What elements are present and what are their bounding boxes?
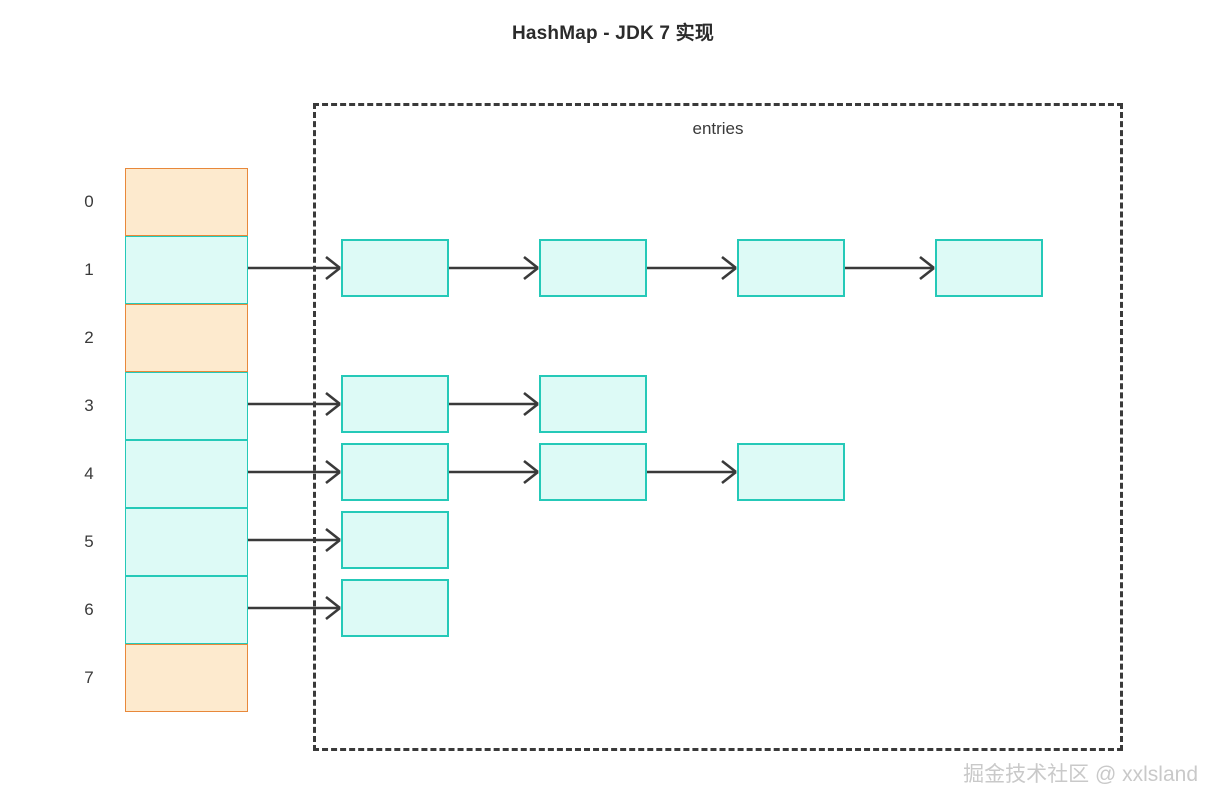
bucket-cell-7 (125, 644, 248, 712)
entry-node-b1-n2 (737, 239, 845, 297)
entry-node-b3-n0 (341, 375, 449, 433)
bucket-cell-2 (125, 304, 248, 372)
bucket-cell-5 (125, 508, 248, 576)
bucket-array (125, 168, 248, 712)
entry-node-b3-n1 (539, 375, 647, 433)
entry-node-b1-n0 (341, 239, 449, 297)
bucket-index-label-0: 0 (84, 192, 94, 211)
watermark: 掘金技术社区 @ xxlsland (963, 763, 1198, 786)
entries-label: entries (692, 119, 744, 138)
entry-node-b4-n0 (341, 443, 449, 501)
bucket-index-label-7: 7 (84, 668, 94, 687)
bucket-index-label-4: 4 (84, 464, 94, 483)
bucket-cell-0 (125, 168, 248, 236)
bucket-cell-4 (125, 440, 248, 508)
bucket-index-label-2: 2 (84, 328, 94, 347)
entry-node-b4-n1 (539, 443, 647, 501)
bucket-index-label-6: 6 (84, 600, 94, 619)
entries-region-box (313, 103, 1123, 751)
bucket-cell-1 (125, 236, 248, 304)
bucket-index-label-3: 3 (84, 396, 94, 415)
page-title: HashMap - JDK 7 实现 (511, 23, 715, 44)
bucket-cell-6 (125, 576, 248, 644)
bucket-index-label-5: 5 (84, 532, 94, 551)
entry-node-b6-n0 (341, 579, 449, 637)
entry-node-b1-n3 (935, 239, 1043, 297)
entry-node-b5-n0 (341, 511, 449, 569)
bucket-cell-3 (125, 372, 248, 440)
bucket-index-label-1: 1 (84, 260, 94, 279)
entry-node-b1-n1 (539, 239, 647, 297)
entry-node-b4-n2 (737, 443, 845, 501)
